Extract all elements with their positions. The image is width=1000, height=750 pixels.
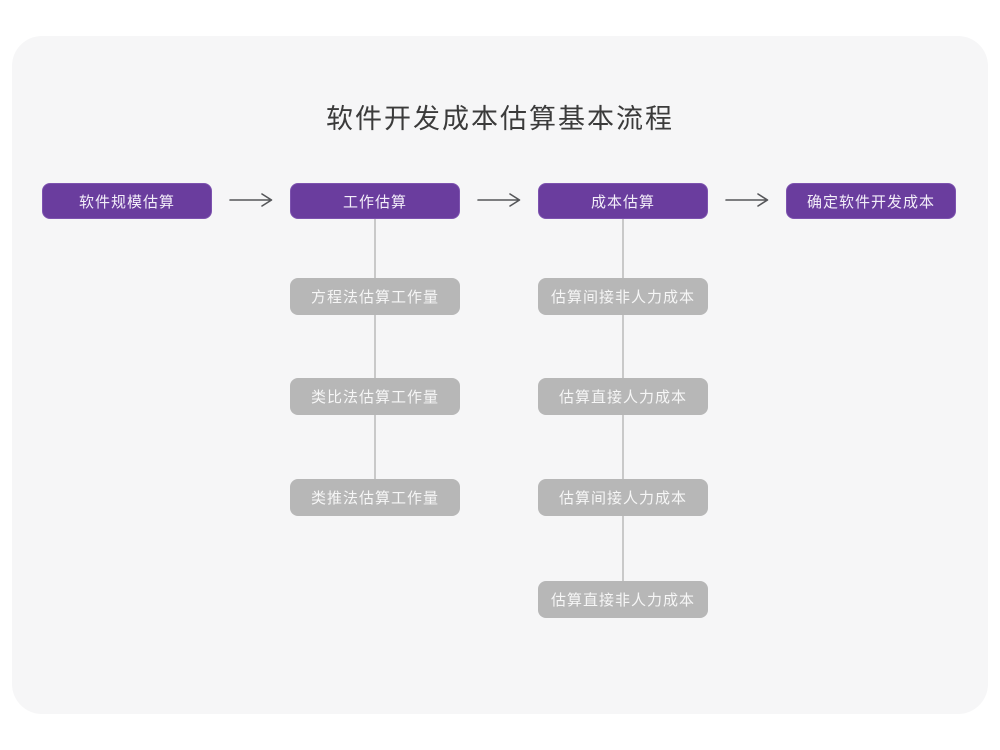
flow-node-cost-estimation: 成本估算 (538, 183, 708, 219)
substep-node-extrapolation-method: 类推法估算工作量 (290, 479, 460, 516)
flow-node-work-estimation: 工作估算 (290, 183, 460, 219)
flow-node-software-scale-estimation: 软件规模估算 (42, 183, 212, 219)
right-arrow-icon (229, 193, 273, 207)
substep-node-analogy-method: 类比法估算工作量 (290, 378, 460, 415)
diagram-card-background (12, 36, 988, 714)
right-arrow-icon (725, 193, 769, 207)
substep-node-indirect-labor-cost: 估算间接人力成本 (538, 479, 708, 516)
substep-node-direct-nonlabor-cost: 估算直接非人力成本 (538, 581, 708, 618)
right-arrow-icon (477, 193, 521, 207)
diagram-title: 软件开发成本估算基本流程 (326, 104, 674, 134)
connector-line-work-estimation (374, 219, 376, 495)
substep-node-equation-method: 方程法估算工作量 (290, 278, 460, 315)
flow-node-determine-development-cost: 确定软件开发成本 (786, 183, 956, 219)
substep-node-direct-labor-cost: 估算直接人力成本 (538, 378, 708, 415)
substep-node-indirect-nonlabor-cost: 估算间接非人力成本 (538, 278, 708, 315)
